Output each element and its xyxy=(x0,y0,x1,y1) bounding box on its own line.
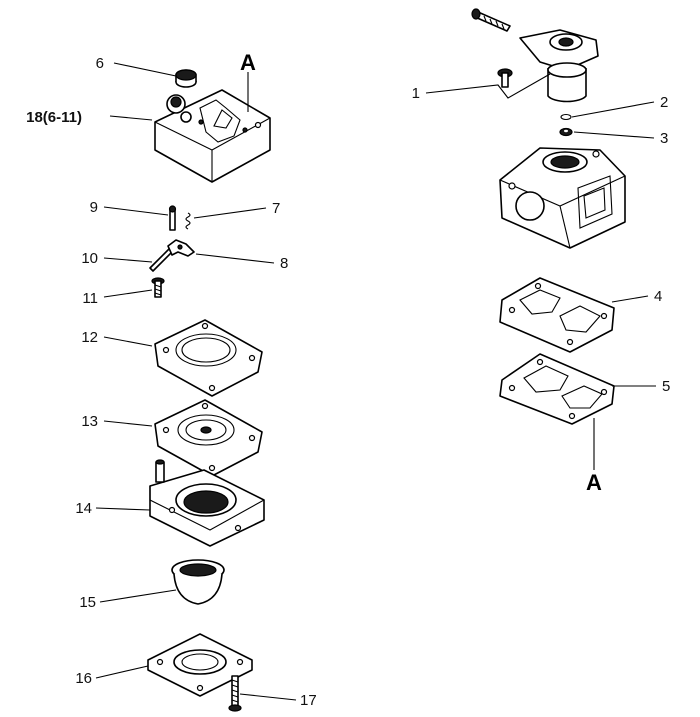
part-1-screw xyxy=(497,68,513,88)
part-12-gasket xyxy=(154,319,263,397)
leader-lines xyxy=(95,62,656,701)
part-2-o-ring xyxy=(560,113,572,121)
connector-a-right: A xyxy=(586,470,602,495)
callout-9: 9 xyxy=(90,199,98,216)
callout-16: 16 xyxy=(75,670,92,687)
callout-15: 15 xyxy=(79,594,96,611)
part-6-cap xyxy=(175,69,197,88)
part-13-diaphragm xyxy=(154,399,263,477)
callout-8: 8 xyxy=(280,255,288,272)
part-8-lever xyxy=(167,239,195,257)
part-16-retainer-plate xyxy=(147,633,253,697)
callout-2: 2 xyxy=(660,94,668,111)
callout-labels: 6 18(6-11) 9 7 10 8 11 12 13 14 15 16 17… xyxy=(26,50,670,709)
long-bolt xyxy=(471,8,511,32)
connector-a-left: A xyxy=(240,50,256,75)
part-3-nut xyxy=(559,127,573,137)
part-4-gasket xyxy=(499,277,615,353)
callout-10: 10 xyxy=(81,250,98,267)
callout-18: 18(6-11) xyxy=(26,109,82,126)
callout-1: 1 xyxy=(412,85,420,102)
part-9-pin xyxy=(168,205,177,231)
callout-7: 7 xyxy=(272,200,280,217)
throttle-lever-assembly xyxy=(519,29,599,103)
part-15-primer-bulb xyxy=(171,559,225,605)
callout-5: 5 xyxy=(662,378,670,395)
carburetor-body xyxy=(499,147,626,249)
part-7-spring xyxy=(185,212,191,230)
callout-3: 3 xyxy=(660,130,668,147)
part-18-cover-assembly xyxy=(154,89,271,183)
callout-11: 11 xyxy=(82,290,98,307)
callout-12: 12 xyxy=(81,329,98,346)
part-17-screw xyxy=(228,675,242,712)
callout-13: 13 xyxy=(81,413,98,430)
callout-6: 6 xyxy=(96,55,104,72)
part-11-screw xyxy=(151,277,165,298)
callout-14: 14 xyxy=(75,500,92,517)
callout-4: 4 xyxy=(654,288,662,305)
callout-17: 17 xyxy=(300,692,317,709)
part-14-pump-body xyxy=(149,459,265,547)
part-5-plate xyxy=(499,353,615,425)
